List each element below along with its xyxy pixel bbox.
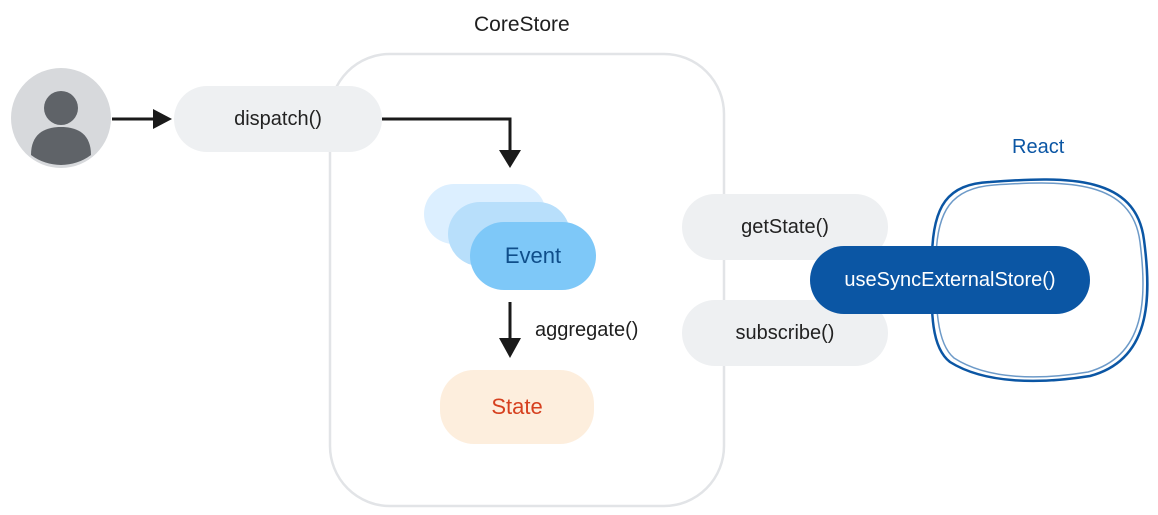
event-node: Event: [470, 222, 596, 290]
person-avatar-icon: [11, 68, 111, 168]
corestore-title: CoreStore: [474, 13, 570, 36]
arrow-user-to-dispatch: [112, 109, 172, 129]
arrow-dispatch-to-event: [382, 117, 521, 168]
usesyncexternalstore-node: useSyncExternalStore(): [810, 246, 1090, 314]
state-node: State: [440, 370, 594, 444]
corestore-container: [328, 52, 726, 508]
react-title: React: [1012, 136, 1065, 158]
aggregate-label: aggregate(): [535, 319, 639, 341]
dispatch-node: dispatch(): [174, 86, 382, 152]
arrow-event-to-state: [499, 302, 521, 358]
